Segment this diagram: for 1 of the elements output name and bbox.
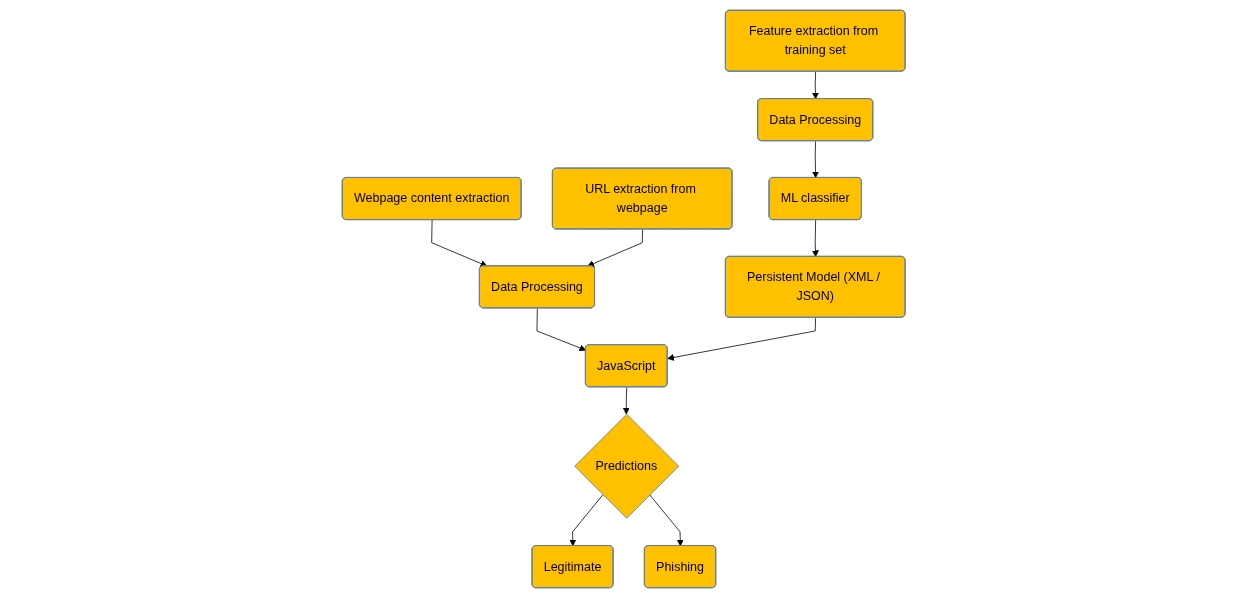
node-diamond: Predictions	[574, 413, 679, 519]
